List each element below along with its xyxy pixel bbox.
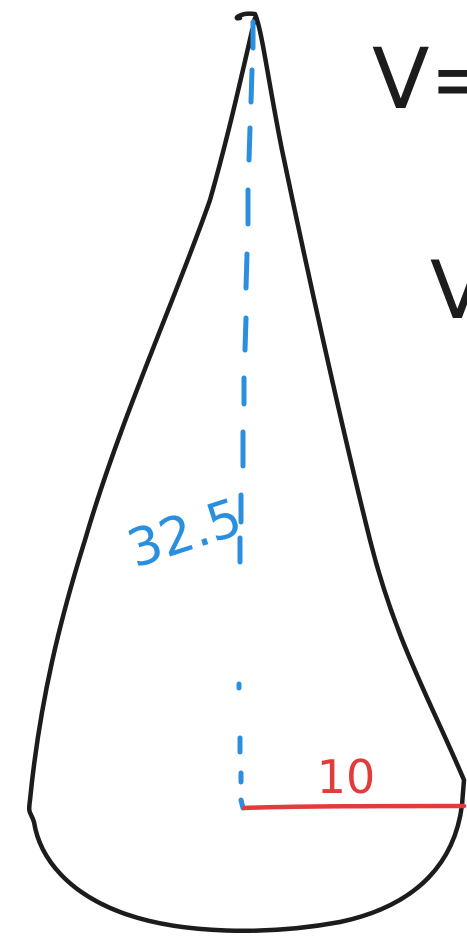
height-label: 32.5 — [120, 487, 249, 580]
height-line — [236, 19, 256, 811]
cone-outline — [26, 11, 467, 934]
radius-label: 10 — [317, 750, 376, 804]
formula-second-line: V — [430, 244, 467, 337]
formula-first-line: V= — [372, 30, 467, 128]
radius-line — [241, 803, 467, 811]
